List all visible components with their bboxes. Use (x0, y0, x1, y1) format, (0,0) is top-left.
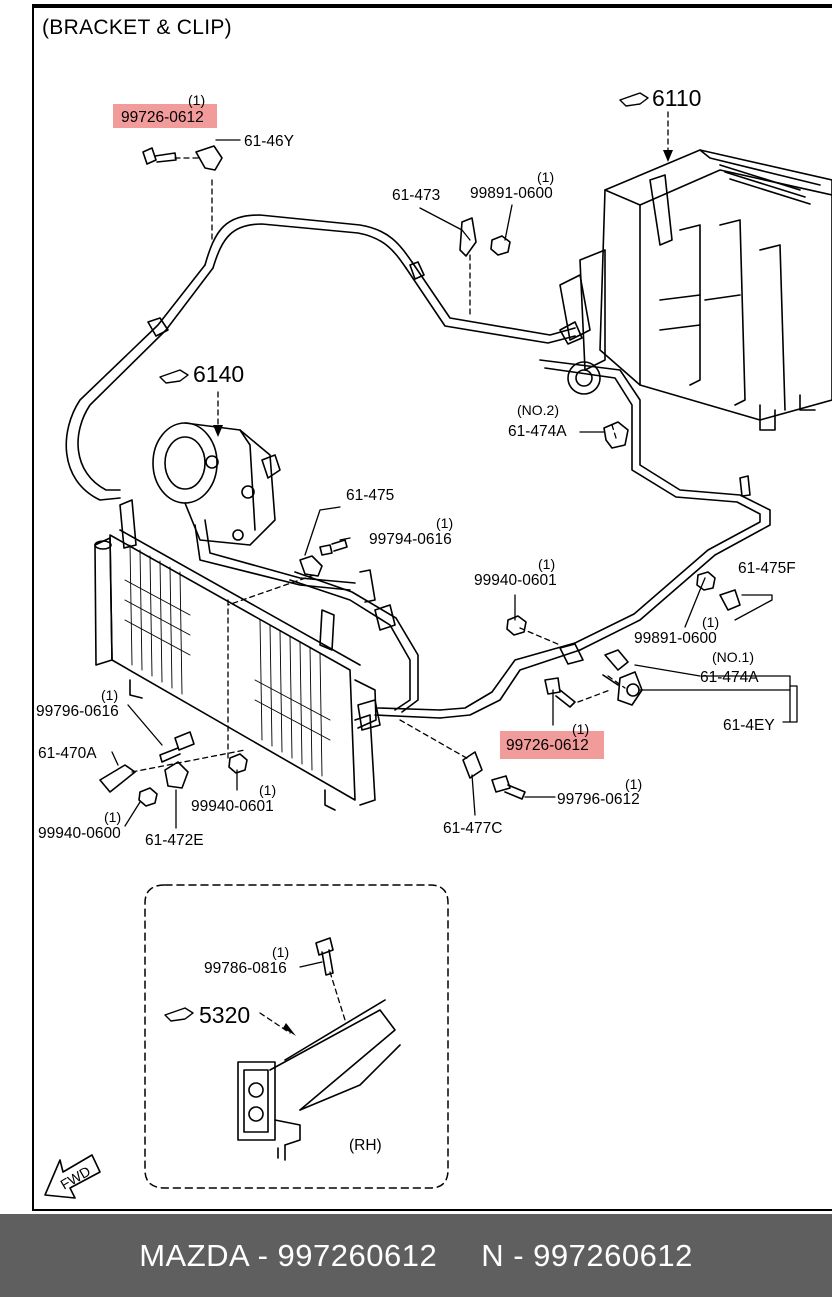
label-61-470a[interactable]: 61-470A (38, 745, 97, 762)
fwd-arrow-icon (44, 1154, 101, 1199)
callout-6110: 6110 (652, 85, 701, 111)
part-number-footer: MAZDA - 997260612 N - 997260612 (0, 1214, 832, 1297)
label-99794-qty: (1) (436, 515, 453, 531)
center-refrigerant-pipes (289, 569, 441, 731)
label-no1: (NO.1) (712, 649, 754, 665)
part-highlight-top (113, 104, 217, 128)
callout-5320: 5320 (199, 1002, 250, 1028)
label-61-475f[interactable]: 61-475F (738, 560, 796, 577)
label-top-bolt-qty: (1) (188, 92, 205, 108)
callout-6140: 6140 (193, 361, 244, 387)
label-99940-0600[interactable]: 99940-0600 (38, 825, 121, 842)
upper-refrigerant-pipe (65, 214, 583, 501)
label-61-473[interactable]: 61-473 (392, 187, 440, 204)
condenser-illustration (94, 499, 377, 811)
label-nut-top[interactable]: 99891-0600 (470, 185, 553, 202)
label-99794[interactable]: 99794-0616 (369, 531, 452, 548)
label-99796-left[interactable]: 99796-0616 (36, 703, 119, 720)
right-refrigerant-pipe (439, 359, 771, 719)
label-99786-qty: (1) (272, 944, 289, 960)
part-labels: 6110 6140 5320 99726-0612 (1) 61-46Y 61-… (36, 85, 796, 1193)
label-61-472e[interactable]: 61-472E (145, 832, 204, 849)
label-99891-right-qty: (1) (702, 614, 719, 630)
label-bolt-mid[interactable]: 99726-0612 (506, 737, 589, 754)
label-99796-0612-qty: (1) (625, 776, 642, 792)
label-99940-0601-low[interactable]: 99940-0601 (191, 798, 274, 815)
part-highlight-mid (500, 731, 604, 759)
label-bolt-mid-qty: (1) (572, 721, 589, 737)
label-61-475[interactable]: 61-475 (346, 487, 394, 504)
label-99940-mid[interactable]: 99940-0601 (474, 572, 557, 589)
compressor-illustration (152, 422, 356, 591)
rh-inset-illustration (144, 884, 449, 1189)
label-top-bolt[interactable]: 99726-0612 (121, 109, 204, 126)
label-99940-0601-low-qty: (1) (259, 782, 276, 798)
label-61-477c[interactable]: 61-477C (443, 820, 502, 837)
frame-top-border (32, 4, 832, 8)
pointer-hand-icons (159, 92, 649, 1022)
diagram-title: (BRACKET & CLIP) (42, 16, 232, 39)
label-61-46y[interactable]: 61-46Y (244, 133, 294, 150)
dashed-leaders (131, 111, 669, 1034)
label-99786[interactable]: 99786-0816 (204, 960, 287, 977)
footer-mazda-part-number: MAZDA - 997260612 (139, 1237, 438, 1273)
label-99940-mid-qty: (1) (538, 556, 555, 572)
callout-arrows (213, 150, 673, 1036)
label-nut-top-qty: (1) (537, 169, 554, 185)
label-rh: (RH) (349, 1137, 382, 1154)
hvac-unit-illustration (559, 149, 832, 431)
label-fwd: FWD (58, 1163, 94, 1193)
label-61-474a-right[interactable]: 61-474A (700, 669, 759, 686)
footer-n-part-number: N - 997260612 (481, 1237, 693, 1273)
label-99940-0600-qty: (1) (104, 809, 121, 825)
frame-bottom-border (32, 1209, 832, 1211)
label-61-474a-top[interactable]: 61-474A (508, 423, 567, 440)
label-no2: (NO.2) (517, 402, 559, 418)
frame-left-border (32, 4, 34, 1211)
label-61-4ey[interactable]: 61-4EY (723, 717, 775, 734)
label-99796-0612[interactable]: 99796-0612 (557, 791, 640, 808)
label-99796-left-qty: (1) (101, 687, 118, 703)
parts-diagram: 6110 6140 5320 99726-0612 (1) 61-46Y 61-… (36, 85, 832, 1199)
label-99891-right[interactable]: 99891-0600 (634, 630, 717, 647)
fasteners (99, 145, 741, 807)
